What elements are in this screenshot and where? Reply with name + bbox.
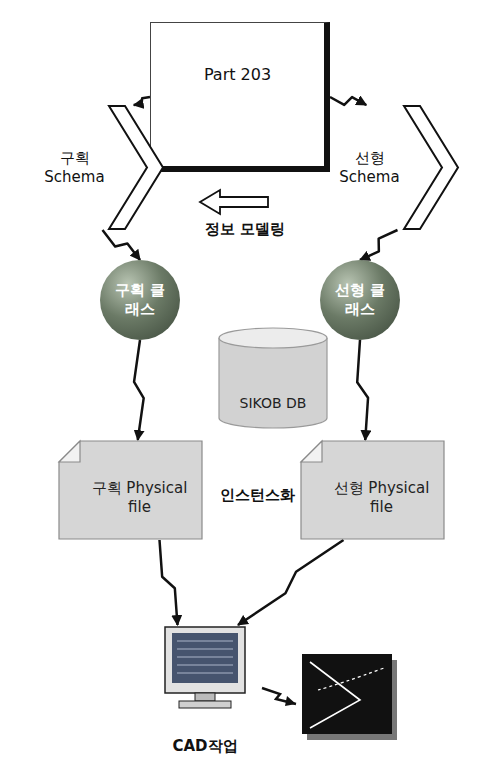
flow-arrow — [238, 540, 344, 625]
modeling-arrow — [200, 190, 268, 214]
flow-arrow — [134, 340, 144, 440]
waterline — [318, 668, 384, 690]
output-arrowhead — [285, 696, 296, 706]
node-text: 선형 Schema — [339, 149, 400, 187]
ship-picture — [302, 654, 392, 734]
annotation-label: 정보 모델링 — [203, 220, 287, 239]
node-text: 구획 Physical file — [86, 479, 193, 517]
class-sphere: 선형 클래스 — [320, 260, 400, 340]
database-cylinder: SIKOB DB — [218, 328, 328, 428]
hull-line — [310, 662, 360, 728]
physical-file: 선형 Physical file — [300, 440, 445, 540]
node-text: 구획 Schema — [44, 149, 105, 187]
annotation-label: 인스턴스화 — [218, 486, 297, 505]
schema-chevron: 구획 Schema — [40, 105, 165, 230]
flow-arrow — [357, 340, 368, 440]
cyl-outline — [218, 328, 328, 428]
node-text: 구획 클래스 — [114, 281, 166, 319]
flow-arrow — [160, 540, 178, 625]
physical-file: 구획 Physical file — [58, 440, 203, 540]
node-text: 선형 Physical file — [328, 479, 435, 517]
cad-monitor: CAD작업 — [150, 625, 260, 760]
node-text: 선형 클래스 — [334, 281, 386, 319]
flow-arrow — [134, 97, 150, 105]
flow-arrow — [103, 230, 141, 260]
node-text: SIKOB DB — [240, 395, 307, 413]
node-text: CAD작업 — [172, 737, 237, 756]
schema-chevron: 선형 Schema — [335, 105, 460, 230]
class-sphere: 구획 클래스 — [100, 260, 180, 340]
flow-arrow — [330, 97, 366, 105]
process-box: Part 203 — [150, 22, 330, 172]
node-text: Part 203 — [204, 65, 271, 85]
flow-arrow — [360, 230, 398, 260]
